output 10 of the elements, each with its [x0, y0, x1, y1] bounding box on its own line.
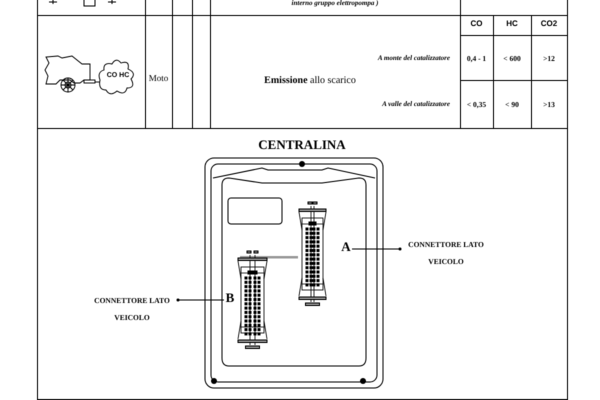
column-header: CO: [470, 20, 484, 28]
section-heading: CENTRALINA: [257, 138, 347, 151]
leader-line: [352, 248, 402, 250]
column-header: HC: [505, 20, 519, 28]
connector-letter: A: [340, 238, 352, 254]
connector-letter: B: [224, 289, 236, 305]
table-text: Moto: [148, 74, 170, 83]
row-label: Emissione allo scarico: [263, 76, 357, 86]
leader-line: [176, 298, 224, 302]
column-header: CO2: [540, 20, 558, 28]
